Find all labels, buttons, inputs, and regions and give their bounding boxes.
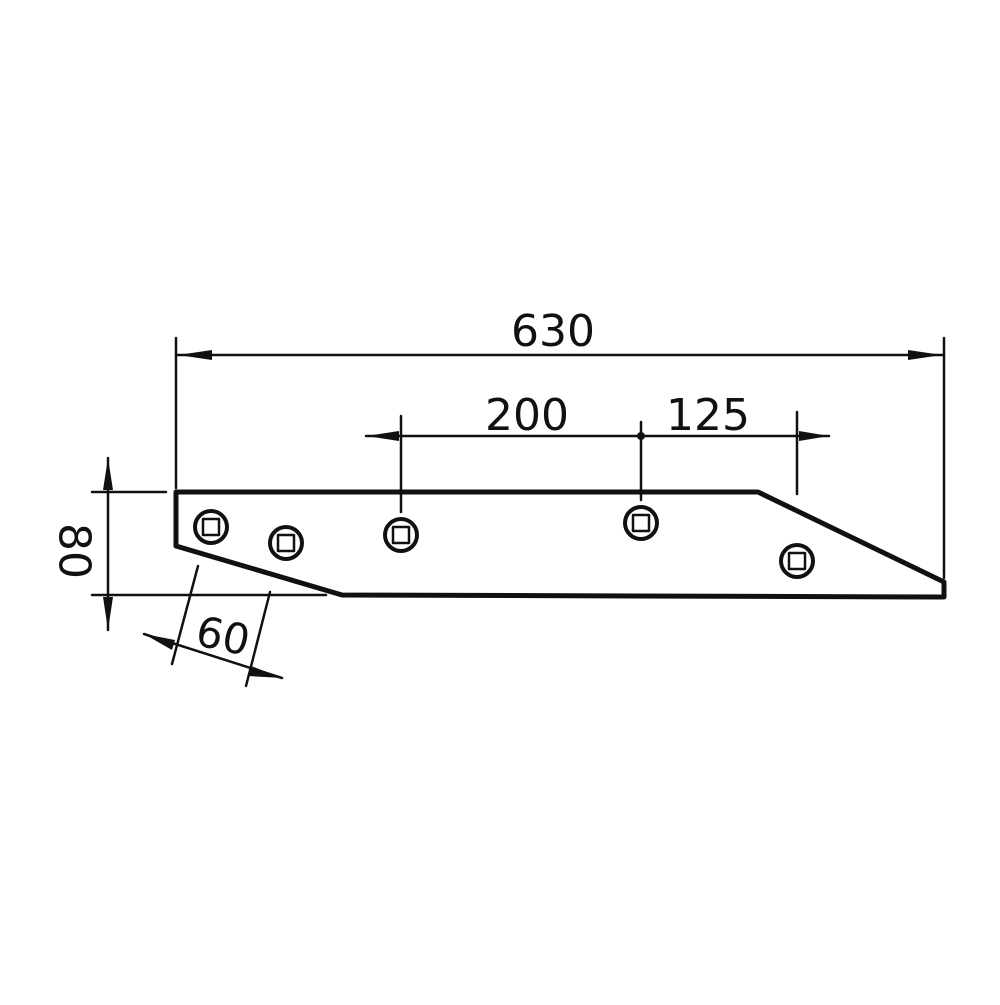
dimension-overall-length xyxy=(174,336,946,580)
dimension-dot xyxy=(637,432,645,440)
arrowhead-right xyxy=(908,350,942,360)
label-overall-length: 630 xyxy=(511,306,595,357)
arrowhead-1 xyxy=(144,634,175,650)
arrowheads-overall xyxy=(178,350,942,360)
label-height: 80 xyxy=(49,523,100,579)
blade-outline xyxy=(173,489,947,600)
hole-3 xyxy=(383,517,419,553)
label-hole-spacing-a: 200 xyxy=(485,390,569,441)
arrowhead-right xyxy=(799,431,829,441)
label-hole-spacing-b: 125 xyxy=(666,390,750,441)
arrowheads-hole-spacing xyxy=(366,431,829,441)
label-toe-width: 60 xyxy=(192,606,254,665)
arrowhead-left xyxy=(366,431,399,441)
mounting-holes xyxy=(193,505,815,579)
dimension-hole-spacing xyxy=(364,410,831,514)
arrowhead-top xyxy=(103,458,113,490)
extension-line-1 xyxy=(170,564,200,666)
arrowhead-left xyxy=(178,350,212,360)
arrowheads-height xyxy=(103,458,113,630)
arrowhead-2 xyxy=(248,666,282,678)
hole-5 xyxy=(779,543,815,579)
hole-4 xyxy=(623,505,659,541)
arrowheads-toe-width xyxy=(144,634,282,678)
hole-1 xyxy=(193,509,229,545)
hole-2 xyxy=(268,525,304,561)
arrowhead-bottom xyxy=(103,597,113,630)
